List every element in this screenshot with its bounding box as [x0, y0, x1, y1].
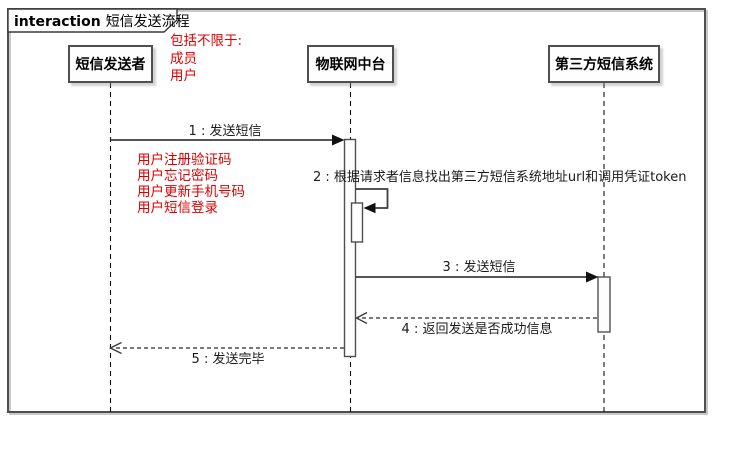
- actor-sender-label: 短信发送者: [75, 57, 146, 73]
- message-4-open-arrowhead: [354, 311, 368, 325]
- frame-shadow: [9, 10, 708, 415]
- usecase-note: 用户注册验证码 用户忘记密码 用户更新手机号码 用户短信登录: [137, 152, 245, 216]
- activation-iot-main: [343, 138, 357, 358]
- actor-sender: 短信发送者: [68, 45, 153, 83]
- frame-title-tab: [7, 8, 178, 33]
- message-5-label: 5 : 发送完毕: [191, 352, 265, 367]
- actor-sms-system-label: 第三方短信系统: [555, 57, 653, 73]
- activation-sms-system: [597, 276, 611, 333]
- usecase-note-line: 用户忘记密码: [137, 168, 218, 184]
- message-2-self-loop: [355, 188, 389, 209]
- scope-note: 包括不限于: 成员 用户: [170, 33, 242, 86]
- message-4-label: 4 : 返回发送是否成功信息: [401, 322, 553, 337]
- actor-sms-system: 第三方短信系统: [548, 45, 660, 83]
- usecase-note-line: 用户短信登录: [137, 200, 218, 216]
- scope-note-line: 用户: [170, 68, 197, 84]
- usecase-note-line: 用户注册验证码: [137, 152, 232, 168]
- message-1-label: 1 : 发送短信: [188, 124, 262, 139]
- activation-iot-self: [350, 202, 364, 243]
- frame-keyword: interaction: [14, 14, 101, 30]
- message-2-arrowhead: [363, 202, 376, 214]
- message-5-open-arrowhead: [108, 341, 122, 355]
- message-3-label: 3 : 发送短信: [442, 260, 516, 275]
- message-2-label: 2 : 根据请求者信息找出第三方短信系统地址url和调用凭证token: [313, 170, 687, 185]
- scope-note-line: 成员: [170, 50, 197, 67]
- actor-iot-platform-label: 物联网中台: [315, 57, 386, 73]
- message-3-arrowhead: [586, 271, 599, 283]
- scope-note-line: 包括不限于:: [170, 33, 243, 49]
- frame-title-text: 短信发送流程: [105, 14, 190, 30]
- usecase-note-line: 用户更新手机号码: [137, 184, 245, 200]
- actor-iot-platform: 物联网中台: [307, 45, 394, 83]
- message-1-arrowhead: [332, 134, 345, 146]
- frame-border: [7, 8, 706, 413]
